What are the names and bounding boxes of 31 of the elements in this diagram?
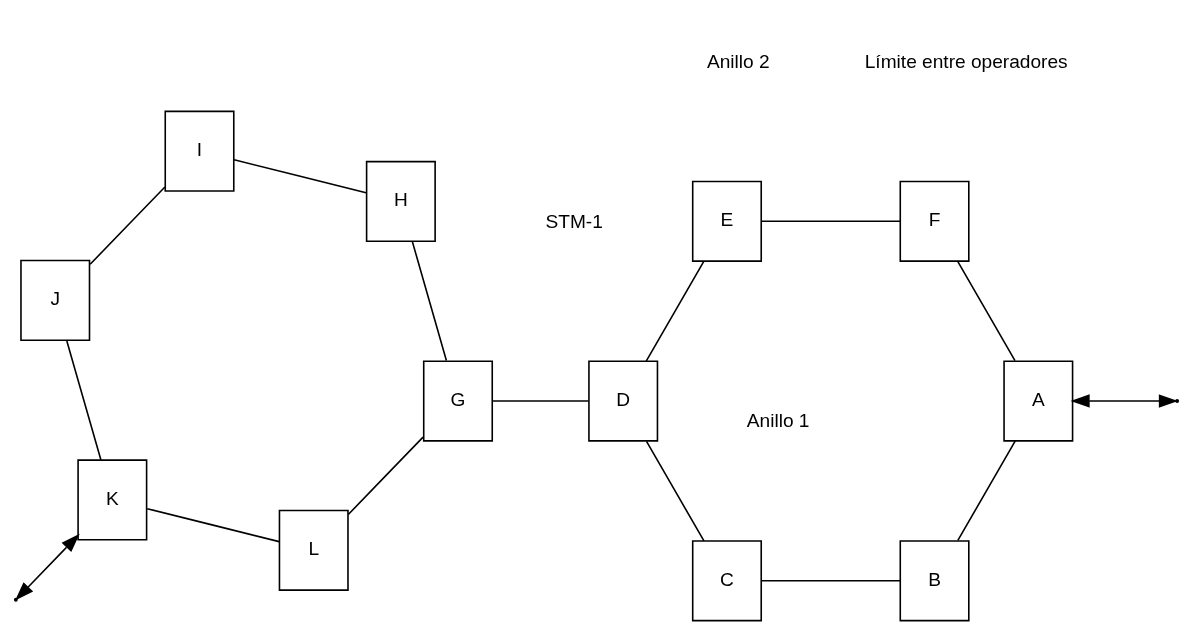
node-box: B <box>899 539 970 621</box>
connector <box>760 579 902 582</box>
node-box: E <box>691 180 763 262</box>
arrow <box>1070 393 1178 408</box>
connector <box>89 185 166 265</box>
arrow <box>15 533 80 601</box>
connector <box>66 339 102 461</box>
node-box: A <box>1003 359 1074 442</box>
label: STM-1 <box>545 210 603 231</box>
node-box: F <box>899 180 970 262</box>
connector <box>760 220 901 222</box>
connector <box>645 260 705 362</box>
node-box: L <box>278 509 349 591</box>
connector <box>411 240 448 361</box>
label: Anillo 2 <box>706 50 770 72</box>
node-box: H <box>365 160 436 242</box>
node-box: J <box>20 259 91 341</box>
node-box: I <box>164 110 235 192</box>
connector <box>957 439 1017 541</box>
connector <box>491 399 590 402</box>
connector <box>347 435 424 515</box>
connector <box>146 507 280 542</box>
connector <box>233 158 367 194</box>
node-box: K <box>77 458 148 541</box>
connector <box>645 440 705 542</box>
node-box: D <box>588 359 659 442</box>
label: Anillo 1 <box>746 409 810 431</box>
connector <box>956 259 1016 361</box>
label: Límite entre operadores <box>864 50 1068 72</box>
node-box: G <box>422 359 494 442</box>
node-box: C <box>691 539 763 621</box>
